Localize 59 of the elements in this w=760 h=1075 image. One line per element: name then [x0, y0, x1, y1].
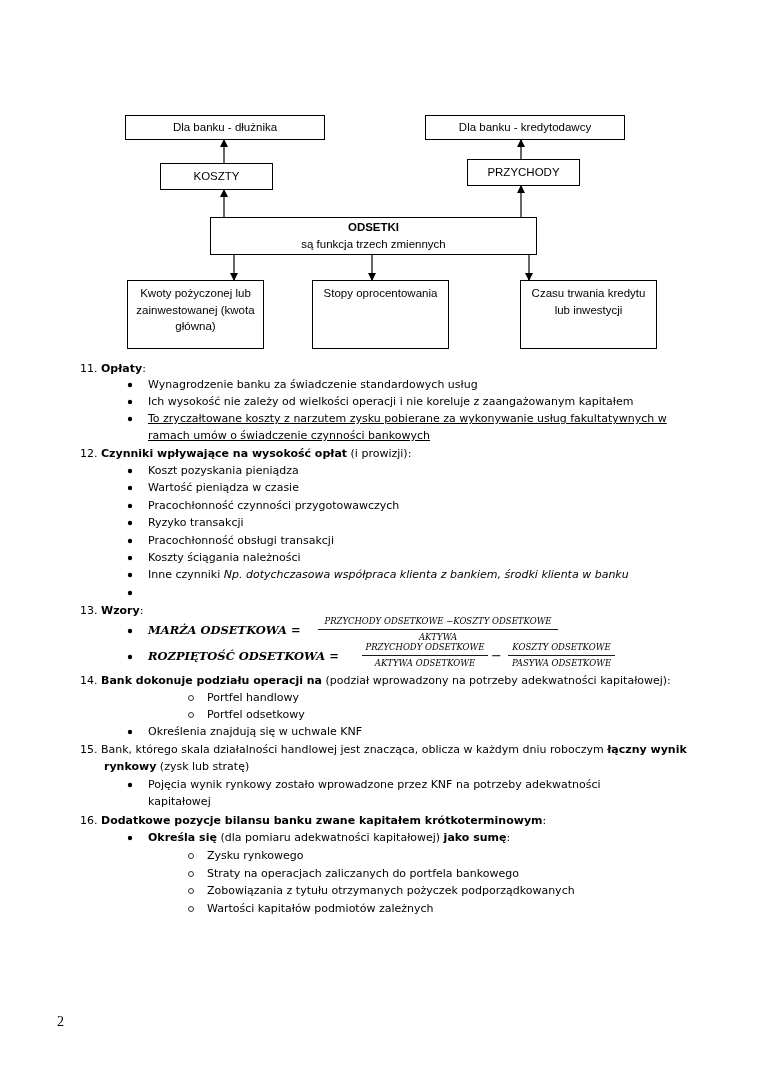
numbered-item: 14. Bank dokonuje podziału operacji na (podział wprowadzony na potrzeby adekwatności kapitałowej): — [80, 673, 672, 689]
bullet-item: Pracochłonność czynności przygotowawczych — [148, 498, 401, 514]
box-label: są funkcja trzech zmiennych — [301, 237, 446, 252]
numbered-item: 11. Opłaty: — [80, 361, 147, 377]
arrow — [368, 254, 376, 281]
numerator: PRZYCHODY ODSETKOWE −KOSZTY ODSETKOWE — [323, 615, 553, 628]
bullet-item: Ich wysokość nie zależy od wielkości operacji i nie koreluje z zaangażowanym kapitałem — [148, 394, 635, 410]
numerator: KOSZTY ODSETKOWE — [511, 641, 612, 654]
bullet-item: Ryzyko transakcji — [148, 515, 245, 531]
box-label: Dla banku - kredytodawcy — [458, 120, 592, 136]
process-box — [520, 280, 657, 349]
minus-sign: − — [491, 647, 502, 665]
numbered-item: 13. Wzory: — [80, 603, 145, 619]
arrow — [220, 139, 228, 164]
denominator: AKTYWA — [417, 631, 459, 643]
bullet-item: Straty na operacjach zaliczanych do portfela bankowego — [207, 866, 520, 882]
bullet-item: Zobowiązania z tytułu otrzymanych pożyczek podporządkowanych — [207, 883, 576, 899]
bullet-item: Pracochłonność obsługi transakcji — [148, 533, 335, 549]
numbered-item: 12. Czynniki wpływające na wysokość opłat (i prowizji): — [80, 446, 413, 462]
process-box — [160, 163, 273, 190]
bullet-item: Koszty ściągania należności — [148, 550, 302, 566]
box-label: Kwoty pożyczonej lub zainwestowanej (kwota główna) — [135, 286, 256, 335]
formula-term: MARŻA ODSETKOWA = — [148, 622, 301, 639]
process-box — [467, 159, 580, 186]
arrow — [525, 254, 533, 281]
bullet-item: Koszt pozyskania pieniądza — [148, 463, 300, 479]
arrow — [517, 185, 525, 218]
box-label: Stopy oprocentowania — [322, 286, 439, 301]
denominator: AKTYWA ODSETKOWE — [373, 657, 477, 670]
box-label: PRZYCHODY — [487, 165, 560, 181]
process-box — [210, 217, 537, 255]
box-heading: ODSETKI — [347, 220, 400, 236]
denominator: PASYWA ODSETKOWE — [510, 657, 613, 670]
box-label: Dla banku - dłużnika — [172, 120, 278, 136]
bullet-item: Określa się (dla pomiaru adekwatności kapitałowej) jako sumę: — [148, 830, 512, 846]
process-box — [425, 115, 625, 140]
bullet-item: Wartość pieniądza w czasie — [148, 480, 300, 496]
bullet-item: To zryczałtowane koszty z narzutem zysku pobierane za wykonywanie usług fakultatywnych w ramach umów o świadczenie czynności bankowych — [148, 411, 668, 444]
bullet-item: Wartości kapitałów podmiotów zależnych — [207, 901, 435, 917]
process-box — [127, 280, 264, 349]
bullet-item: Zysku rynkowego — [207, 848, 305, 864]
bullet-item: Wynagrodzenie banku za świadczenie standardowych usług — [148, 377, 479, 393]
bullet-item: Portfel handlowy — [207, 690, 300, 706]
arrow — [230, 254, 238, 281]
box-label: Czasu trwania kredytu lub inwestycji — [530, 286, 647, 318]
numbered-item: 15. Bank, którego skala działalności handlowej jest znacząca, oblicza w każdym dniu roboczym łączny wynik rynkowy (zysk lub stratę) — [80, 742, 688, 775]
bullet-item: Portfel odsetkowy — [207, 707, 306, 723]
process-box — [125, 115, 325, 140]
bullet-item: Określenia znajdują się w uchwale KNF — [148, 724, 364, 740]
box-label: KOSZTY — [193, 169, 240, 185]
process-box — [312, 280, 449, 349]
numerator: PRZYCHODY ODSETKOWE — [364, 641, 486, 654]
numbered-item: 16. Dodatkowe pozycje bilansu banku zwane kapitałem krótkoterminowym: — [80, 813, 548, 829]
arrow — [517, 139, 525, 160]
formula-term: ROZPIĘTOŚĆ ODSETKOWA = — [148, 648, 339, 665]
bullet-item: Pojęcia wynik rynkowy zostało wprowadzone przez KNF na potrzeby adekwatności kapitałowej — [148, 777, 602, 810]
page-number: 2 — [57, 1013, 64, 1030]
arrow — [220, 189, 228, 218]
bullet-item: Inne czynniki Np. dotychczasowa współpraca klienta z bankiem, środki klienta w banku — [148, 567, 630, 583]
